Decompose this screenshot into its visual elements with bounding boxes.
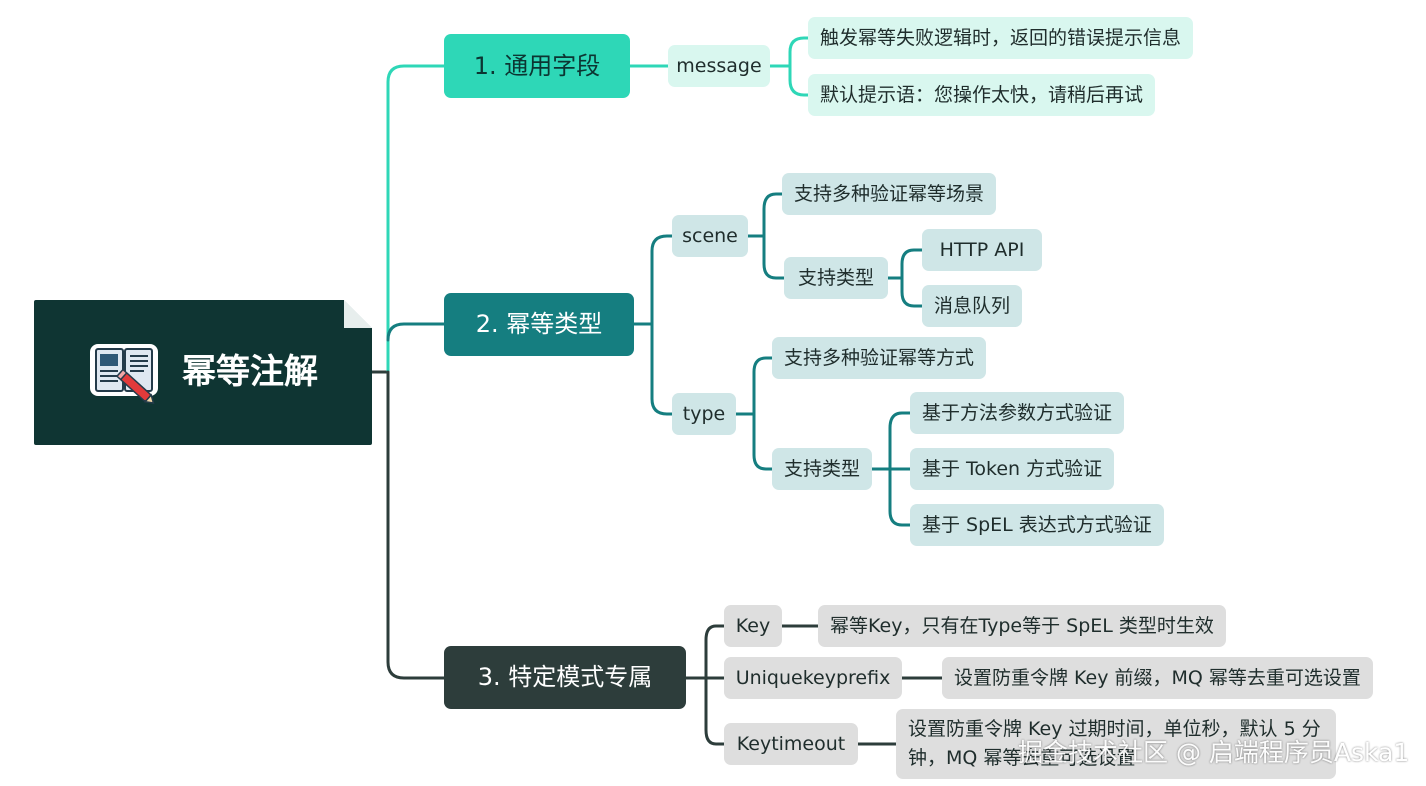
- node-uniquekeyprefix-label: Uniquekeyprefix: [735, 666, 891, 689]
- link-scene-supported-leaves: [886, 248, 924, 308]
- leaf-type-desc-text: 支持多种验证幂等方式: [784, 346, 975, 369]
- leaf-token: 基于 Token 方式验证: [910, 448, 1115, 490]
- link-types-children: [632, 234, 674, 416]
- branch-specific-mode: 3. 特定模式专属: [444, 646, 686, 709]
- link-type-children: [734, 356, 774, 471]
- branch-general-label: 1. 通用字段: [473, 51, 601, 80]
- node-scene: scene: [672, 215, 748, 257]
- branch-types-label: 2. 幂等类型: [475, 310, 603, 339]
- branch-general-fields: 1. 通用字段: [444, 34, 630, 98]
- leaf-http-api-text: HTTP API: [939, 238, 1025, 261]
- node-keytimeout-label: Keytimeout: [736, 732, 846, 755]
- node-scene-label: scene: [682, 224, 738, 247]
- branch-idempotent-types: 2. 幂等类型: [444, 293, 634, 356]
- root-node: 幂等注解: [34, 300, 372, 445]
- leaf-timeout-desc-text: 设置防重令牌 Key 过期时间，单位秒，默认 5 分钟，MQ 幂等去重可选设置: [908, 718, 1321, 769]
- node-type-label: type: [682, 402, 726, 425]
- node-scene-supported-label: 支持类型: [797, 266, 874, 289]
- link-type-supported-leaves: [870, 411, 912, 527]
- root-title: 幂等注解: [182, 352, 318, 393]
- node-type-supported: 支持类型: [772, 448, 872, 490]
- page-fold-corner: [344, 300, 372, 328]
- leaf-method-params: 基于方法参数方式验证: [910, 392, 1125, 434]
- node-message: message: [668, 45, 770, 87]
- node-uniquekeyprefix: Uniquekeyprefix: [724, 657, 902, 699]
- leaf-message-desc: 触发幂等失败逻辑时，返回的错误提示信息: [808, 17, 1194, 59]
- book-pencil-icon: [90, 344, 158, 404]
- node-key: Key: [724, 605, 782, 647]
- leaf-token-text: 基于 Token 方式验证: [922, 457, 1103, 480]
- leaf-method-params-text: 基于方法参数方式验证: [922, 401, 1113, 424]
- node-type: type: [672, 393, 736, 435]
- leaf-type-desc: 支持多种验证幂等方式: [772, 337, 987, 379]
- link-message-leaves: [768, 36, 810, 97]
- leaf-message-queue-text: 消息队列: [934, 294, 1011, 317]
- leaf-message-desc-text: 触发幂等失败逻辑时，返回的错误提示信息: [820, 26, 1182, 49]
- node-key-label: Key: [735, 614, 771, 637]
- leaf-timeout-desc: 设置防重令牌 Key 过期时间，单位秒，默认 5 分钟，MQ 幂等去重可选设置: [896, 709, 1336, 779]
- node-message-label: message: [676, 54, 762, 77]
- link-trunk-types: [386, 322, 446, 342]
- node-type-supported-label: 支持类型: [784, 457, 861, 480]
- leaf-prefix-desc-text: 设置防重令牌 Key 前缀，MQ 幂等去重可选设置: [954, 666, 1361, 689]
- leaf-scene-desc-text: 支持多种验证幂等场景: [794, 182, 985, 205]
- leaf-message-default: 默认提示语：您操作太快，请稍后再试: [808, 74, 1156, 116]
- leaf-key-desc-text: 幂等Key，只有在Type等于 SpEL 类型时生效: [830, 614, 1214, 637]
- link-scene-children: [746, 192, 786, 280]
- link-specific-children: [684, 624, 726, 746]
- link-trunk-general: [386, 64, 446, 374]
- leaf-key-desc: 幂等Key，只有在Type等于 SpEL 类型时生效: [818, 605, 1226, 647]
- link-trunk-specific: [386, 370, 446, 680]
- branch-specific-label: 3. 特定模式专属: [477, 663, 653, 692]
- leaf-spel: 基于 SpEL 表达式方式验证: [910, 504, 1164, 546]
- node-scene-supported: 支持类型: [784, 257, 888, 299]
- watermark: 掘金技术社区 @ 启端程序员Aska1: [1018, 738, 1410, 767]
- leaf-message-queue: 消息队列: [922, 285, 1023, 327]
- leaf-spel-text: 基于 SpEL 表达式方式验证: [922, 513, 1152, 536]
- node-keytimeout: Keytimeout: [724, 723, 858, 765]
- leaf-scene-desc: 支持多种验证幂等场景: [782, 173, 997, 215]
- leaf-message-default-text: 默认提示语：您操作太快，请稍后再试: [820, 83, 1144, 106]
- leaf-prefix-desc: 设置防重令牌 Key 前缀，MQ 幂等去重可选设置: [942, 657, 1373, 699]
- leaf-http-api: HTTP API: [922, 229, 1042, 271]
